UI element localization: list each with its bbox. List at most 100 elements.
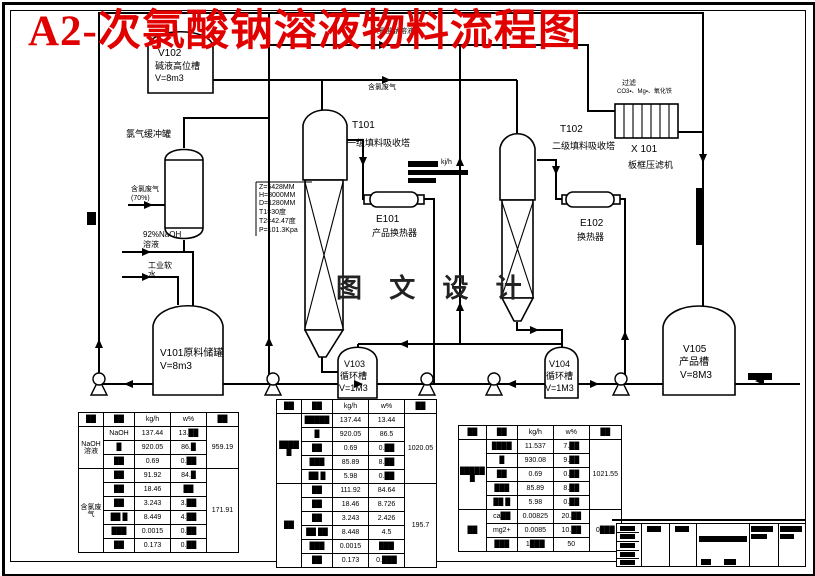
stream-cell: ██: [103, 482, 135, 497]
title-block-redacted-bar: [675, 526, 689, 532]
vessel-v105: [662, 305, 736, 396]
buffer-tank-name: 氯气缓冲罐: [126, 129, 172, 139]
stream-cell: mg2+: [485, 523, 518, 538]
stream-cell: 8.449: [134, 510, 171, 525]
arrow-up: [456, 302, 464, 311]
chlorine-inlet-label: 含氯废气: [131, 186, 159, 193]
stream-cell: 0.██: [552, 467, 590, 482]
stream-cell: 930.08: [516, 453, 554, 468]
stream-group-label: ██: [458, 509, 487, 552]
stream-cell: 85.89: [516, 481, 554, 496]
stream-total: 171.91: [206, 468, 239, 553]
arrow-down: [552, 166, 560, 175]
stream-cell: 0.██: [170, 538, 207, 553]
stream-cell: 4.██: [170, 510, 207, 525]
v105-spec: V=8M3: [680, 370, 712, 381]
title-block-redacted-bar: [699, 536, 747, 542]
pump-p105: [611, 372, 631, 396]
stream-cell: ██ ██: [301, 525, 333, 540]
stream-cell: 920.05: [134, 440, 171, 455]
exchanger-e101: [369, 191, 419, 208]
stream-cell: ██ █: [485, 495, 518, 510]
title-block-redacted-bar: [620, 543, 635, 548]
stream-cell: 84.64: [368, 483, 405, 498]
arrow-right: [144, 201, 153, 209]
stream-cell: 0.0015: [134, 524, 171, 539]
t102-head: [499, 133, 536, 201]
t101-spec-6: P=101.3Kpa: [259, 227, 298, 234]
stream-cell: 137.44: [332, 413, 369, 428]
arrow-up: [456, 157, 464, 166]
stream-cell: 920.05: [332, 427, 369, 442]
t101-name: 一级填料吸收塔: [347, 138, 411, 148]
arrow-right: [530, 326, 539, 334]
product-stream-label: 次氯酸钠溶液: [372, 28, 414, 35]
arrow-right: [590, 380, 599, 388]
stream-total: 1021.55: [588, 439, 622, 510]
arrow-up: [95, 339, 103, 348]
title-block-redacted-bar: [780, 526, 802, 532]
arrow-left: [399, 340, 408, 348]
title-block-redacted-bar: [751, 526, 773, 532]
arrow-down: [359, 157, 367, 166]
watermark-text: 图 文 设 计: [336, 273, 532, 303]
stream-total: 195.7: [404, 483, 437, 568]
stream-cell: 18.46: [332, 497, 369, 512]
title-block-row-line: [617, 541, 639, 542]
redacted-text-block: [696, 188, 702, 245]
title-block-row-line: [617, 550, 639, 551]
stream-cell: 13.44: [368, 413, 405, 428]
arrow-left: [124, 380, 133, 388]
title-block-divider: [641, 524, 642, 566]
title-block-redacted-bar: [724, 559, 736, 565]
title-block-redacted-bar: [751, 534, 767, 539]
arrow-left: [507, 380, 516, 388]
title-block-redacted-bar: [620, 534, 635, 539]
stream-table-header: w%: [368, 399, 405, 414]
stream-cell: ca██: [485, 509, 518, 524]
chlorine-inlet-pct: (70%): [131, 195, 150, 202]
title-block-redacted-bar: [701, 559, 711, 565]
pump-p102: [263, 372, 283, 396]
v101-spec: V=8m3: [160, 361, 192, 372]
stream-group-label: ████ █: [276, 413, 302, 484]
stream-cell: 20.██: [552, 509, 590, 524]
title-block-redacted-bar: [620, 560, 635, 565]
stream-cell: █: [301, 427, 333, 442]
stream-cell: 18.46: [134, 482, 171, 497]
t101-spec-box: [255, 181, 312, 236]
v104-tag: V104: [549, 359, 571, 369]
stream-cell: 3.██: [170, 496, 207, 511]
pump-p103: [417, 372, 437, 396]
x101-note1: 过滤: [622, 80, 636, 87]
v102-spec: V=8m3: [155, 73, 184, 83]
t101-spec-4: T1=30度: [259, 209, 287, 216]
vessel-chlorine-buffer: [164, 148, 204, 240]
vessel-v103: [337, 346, 378, 399]
stream-total: 1020.05: [404, 413, 437, 484]
stream-total: 959.19: [206, 426, 239, 469]
stream-cell: 8.448: [332, 525, 369, 540]
arrow-right: [142, 248, 151, 256]
stream-cell: 0.0015: [332, 539, 369, 554]
line-t101-to-e101: [347, 139, 373, 200]
stream-cell: 0.0085: [516, 523, 554, 538]
t101-tag: T101: [352, 120, 375, 131]
stream-cell: 9.██: [552, 453, 590, 468]
t102-tag: T102: [560, 124, 583, 135]
stream-cell: 3.243: [332, 511, 369, 526]
redacted-text-block: [408, 178, 436, 183]
stream-cell: 84.█: [170, 468, 207, 483]
redacted-text-block: [408, 170, 468, 175]
stream-cell: 10.██: [552, 523, 590, 538]
stream-cell: ██: [485, 467, 518, 482]
stream-cell: ██ █: [103, 510, 135, 525]
stream-cell: ███: [368, 539, 405, 554]
t101-spec-1: Z=5428MM: [259, 184, 295, 191]
line-filter-to-v105: [678, 131, 704, 308]
stream-cell: █: [103, 440, 135, 455]
t102-packing-cross: [501, 201, 534, 297]
